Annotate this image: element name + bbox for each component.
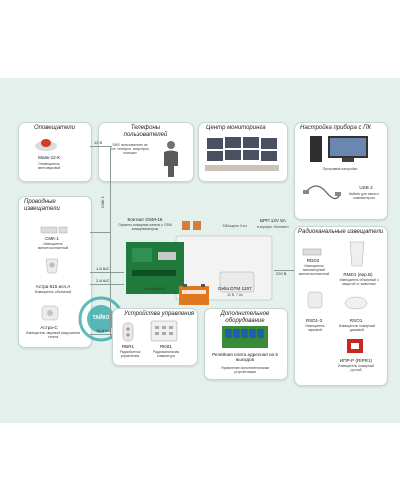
rsd13-name: RSD1-3	[305, 318, 323, 323]
pc-setup-header: Настройка прибора с ПК	[300, 125, 372, 131]
rsd13-icon	[306, 290, 324, 310]
wire-smk	[90, 232, 110, 233]
sirens-header: Оповещатели	[34, 125, 76, 131]
siren-icon	[34, 136, 58, 152]
phones-header: Телефоны пользователей	[123, 125, 168, 138]
panel-name: Контакт GSM-16	[127, 217, 163, 222]
monitors-wall-icon	[205, 135, 279, 173]
wire-smk-label: СМК 1	[100, 196, 105, 208]
radio-header: Радиоканальные извещатели	[298, 229, 384, 235]
usb-name: USB 2	[359, 185, 373, 190]
rbr1-desc: Радиобрелок управления	[119, 350, 141, 359]
rkb1-icon	[150, 320, 178, 342]
usb-desc: Кабель для связи с компьютером	[348, 192, 380, 201]
ipr-name: ИПР-Р (RIPR1)	[339, 358, 373, 363]
relay-name: Релейная плата адресная на 5 выходов	[212, 352, 278, 363]
smk-icon	[40, 222, 68, 234]
rdd3-name: RDD3	[306, 258, 320, 263]
psu-name: БРП 12V 5A	[260, 218, 286, 223]
astra515-icon	[44, 257, 60, 275]
rbr1-icon	[122, 322, 134, 342]
module-label: module389	[145, 286, 165, 291]
rso1-icon	[344, 294, 368, 310]
siren-name: Маяк-12-К	[38, 155, 60, 160]
rdd3-icon	[302, 244, 322, 256]
panel-desc: Охранно-пожарная панель с GSM коммуникат…	[118, 223, 172, 232]
battery-name: Delta DTM 1207	[218, 286, 252, 291]
watermark-text: ТАЙКО	[92, 315, 110, 321]
astrac-name: Астра-С	[40, 325, 58, 330]
rso1-name: RSO1	[349, 318, 363, 323]
psu-desc: в корпусе «Контакт»	[256, 225, 290, 229]
rso1-desc: Извещатель пожарный дымовой	[338, 324, 376, 333]
sim-cards-icon	[182, 217, 202, 230]
battery-desc: 12 В, 7 Ач	[227, 293, 243, 297]
wire-1	[90, 272, 124, 273]
pc-software-label: Программа настройки	[322, 167, 358, 171]
smk-name: СМК-1	[45, 236, 59, 241]
control-header: Устройства управления	[124, 311, 195, 317]
relay-desc: Управление исполнительными устройствами	[220, 366, 270, 375]
wired-header: Проводные извещатели	[24, 199, 60, 212]
wire-2	[90, 284, 124, 285]
sms-label: SMS пользователю на сот. телефон, смартф…	[110, 143, 150, 156]
wire-vertical-trunk	[110, 146, 111, 336]
rsd13-desc: Извещатель звуковой	[305, 324, 325, 333]
person-icon	[160, 140, 182, 178]
astra515-name: Астра-515 исп.А	[35, 284, 71, 289]
rbr1-name: RBR1	[121, 344, 135, 349]
wire-siren-to-panel	[90, 146, 112, 147]
wire-220v	[274, 270, 294, 271]
smk-desc: Извещатель магнитоконтактный	[37, 242, 69, 251]
wire-220v-label: 220 В	[276, 271, 287, 276]
wire-16-label: 16-й ШС	[96, 328, 112, 333]
sim-label: SIM-карты 2 шт.	[222, 224, 248, 228]
wire-16	[90, 334, 112, 335]
astrac-icon	[40, 304, 60, 322]
wire-1-label: 1-й ШС	[96, 266, 110, 271]
extra-header: Дополнительное оборудование	[220, 311, 270, 324]
astrac-desc: Извещатель звуковой разрушения стекла	[25, 331, 81, 340]
sirens-panel	[18, 122, 92, 182]
ipr-icon	[346, 338, 364, 354]
astra515-desc: Извещатель объемный	[34, 290, 72, 294]
rkb1-name: RKB1	[159, 344, 172, 349]
siren-desc: Оповещатель светозвуковой	[37, 162, 61, 171]
rdd3-desc: Извещатель миниатюрный магнитоконтактный	[298, 264, 330, 277]
rkb1-desc: Радиоканальная клавиатура	[152, 350, 180, 359]
rmd1-name: RMD1 (вер.В)	[343, 272, 373, 277]
wire-2-label: 2-й ШС	[96, 278, 110, 283]
relay-board-icon	[222, 326, 268, 348]
control-panel-enclosure	[124, 234, 284, 306]
rmd1-icon	[348, 240, 366, 268]
computer-icon	[308, 134, 370, 164]
battery-icon	[178, 284, 210, 306]
ipr-desc: Извещатель пожарный ручной	[337, 364, 375, 373]
monitoring-header: Центр мониторинга	[206, 125, 266, 131]
wire-12v-label: 12 В	[94, 140, 103, 145]
usb-cable-icon	[302, 178, 342, 208]
rmd1-desc: Извещатель объемный с защитой от животны…	[339, 278, 379, 287]
